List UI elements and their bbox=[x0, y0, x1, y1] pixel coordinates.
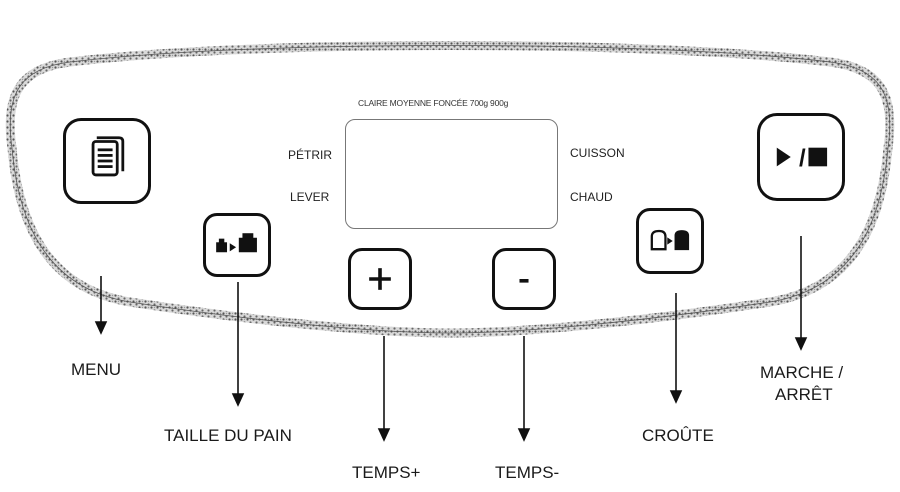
menu-button[interactable] bbox=[63, 118, 151, 204]
plus-icon bbox=[369, 268, 391, 290]
label-chaud: CHAUD bbox=[570, 190, 613, 204]
minus-icon bbox=[519, 279, 529, 283]
label-lever: LEVER bbox=[290, 190, 330, 204]
loaf-size-icon bbox=[216, 233, 257, 253]
callout-menu: MENU bbox=[71, 360, 122, 379]
lcd-display bbox=[345, 119, 558, 229]
time-minus-button[interactable] bbox=[492, 248, 556, 310]
label-petrir: PÉTRIR bbox=[288, 148, 333, 162]
time-plus-button[interactable] bbox=[348, 248, 412, 310]
display-top-label: CLAIRE MOYENNE FONCÉE 700g 900g bbox=[358, 98, 509, 108]
callout-temps-plus: TEMPS+ bbox=[352, 463, 421, 482]
loaf-size-button[interactable] bbox=[203, 213, 271, 277]
play-stop-separator: / bbox=[799, 145, 806, 172]
play-stop-icon bbox=[776, 147, 828, 167]
callout-croute: CROÛTE bbox=[642, 426, 714, 445]
document-icon bbox=[91, 136, 125, 177]
callout-marche: MARCHE / bbox=[760, 363, 844, 382]
start-stop-button[interactable]: / bbox=[757, 113, 845, 201]
crust-icon bbox=[650, 229, 690, 251]
callout-arret: ARRÊT bbox=[775, 385, 833, 404]
callout-temps-minus: TEMPS- bbox=[495, 463, 560, 482]
callout-taille-du-pain: TAILLE DU PAIN bbox=[164, 426, 292, 445]
label-cuisson: CUISSON bbox=[570, 146, 625, 160]
crust-button[interactable] bbox=[636, 208, 704, 274]
